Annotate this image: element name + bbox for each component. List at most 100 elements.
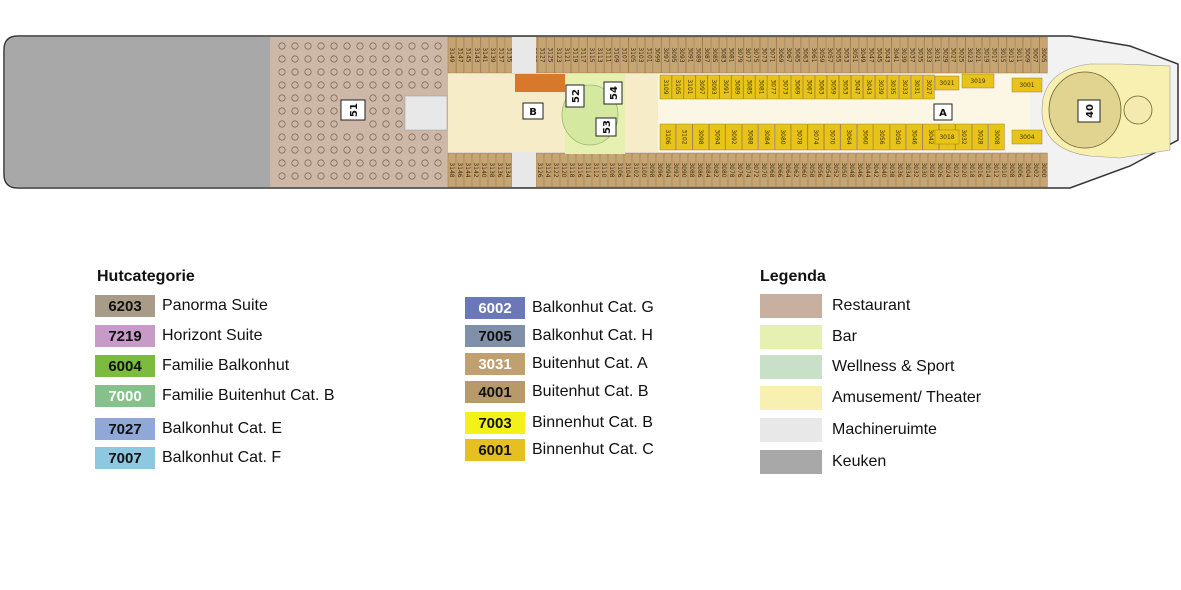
cabin[interactable]: [899, 36, 908, 74]
cabin[interactable]: [887, 152, 896, 188]
cabin[interactable]: [719, 36, 728, 74]
cabin[interactable]: [908, 36, 917, 74]
cabin[interactable]: [488, 36, 497, 74]
cabin[interactable]: [703, 152, 712, 188]
cabin[interactable]: [809, 36, 818, 74]
cabin[interactable]: [959, 152, 968, 188]
cabin[interactable]: [727, 36, 736, 74]
cabin[interactable]: [1039, 36, 1048, 74]
cabin[interactable]: [695, 152, 704, 188]
cabin[interactable]: [1031, 152, 1040, 188]
cabin[interactable]: [768, 36, 777, 74]
cabin[interactable]: [554, 36, 563, 74]
cabin[interactable]: [1007, 152, 1016, 188]
cabin[interactable]: [719, 74, 732, 100]
cabin[interactable]: [743, 74, 756, 100]
cabin[interactable]: [743, 152, 752, 188]
cabin[interactable]: [850, 36, 859, 74]
cabin[interactable]: [679, 152, 688, 188]
cabin[interactable]: [472, 36, 481, 74]
cabin[interactable]: [957, 36, 966, 74]
cabin[interactable]: [988, 123, 1005, 151]
cabin[interactable]: [503, 152, 512, 188]
cabin[interactable]: [965, 36, 974, 74]
cabin[interactable]: [741, 123, 759, 151]
cabin[interactable]: [694, 36, 703, 74]
cabin[interactable]: [562, 36, 571, 74]
cabin[interactable]: [1014, 36, 1023, 74]
cabin[interactable]: [719, 152, 728, 188]
cabin[interactable]: [934, 129, 960, 145]
cabin[interactable]: [623, 152, 632, 188]
cabin[interactable]: [456, 36, 465, 74]
cabin[interactable]: [1039, 152, 1048, 188]
cabin[interactable]: [983, 152, 992, 188]
cabin[interactable]: [687, 152, 696, 188]
cabin[interactable]: [692, 123, 709, 151]
cabin[interactable]: [886, 74, 899, 100]
cabin[interactable]: [760, 36, 769, 74]
cabin[interactable]: [686, 36, 695, 74]
cabin[interactable]: [940, 36, 949, 74]
cabin[interactable]: [815, 152, 824, 188]
cabin[interactable]: [817, 36, 826, 74]
cabin[interactable]: [645, 36, 654, 74]
cabin[interactable]: [731, 74, 744, 100]
cabin[interactable]: [707, 74, 720, 100]
cabin[interactable]: [683, 74, 696, 100]
cabin[interactable]: [751, 152, 760, 188]
cabin[interactable]: [973, 36, 982, 74]
cabin[interactable]: [834, 36, 843, 74]
cabin[interactable]: [827, 74, 839, 100]
cabin[interactable]: [855, 152, 864, 188]
cabin[interactable]: [842, 36, 851, 74]
cabin[interactable]: [803, 74, 816, 100]
cabin[interactable]: [495, 152, 504, 188]
cabin[interactable]: [471, 152, 480, 188]
cabin[interactable]: [889, 123, 907, 151]
cabin[interactable]: [916, 36, 925, 74]
cabin[interactable]: [839, 74, 851, 100]
cabin[interactable]: [999, 152, 1008, 188]
cabin[interactable]: [807, 123, 824, 151]
cabin[interactable]: [487, 152, 496, 188]
cabin[interactable]: [863, 152, 872, 188]
cabin[interactable]: [727, 152, 736, 188]
cabin[interactable]: [631, 152, 640, 188]
cabin[interactable]: [463, 152, 472, 188]
cabin[interactable]: [831, 152, 840, 188]
cabin[interactable]: [791, 152, 800, 188]
cabin[interactable]: [676, 123, 693, 151]
cabin[interactable]: [1011, 129, 1043, 145]
cabin[interactable]: [455, 152, 464, 188]
cabin[interactable]: [479, 152, 488, 188]
cabin[interactable]: [875, 74, 887, 100]
cabin[interactable]: [628, 36, 637, 74]
cabin[interactable]: [659, 123, 677, 151]
cabin[interactable]: [784, 36, 793, 74]
cabin[interactable]: [671, 152, 680, 188]
cabin[interactable]: [961, 73, 995, 89]
cabin[interactable]: [815, 74, 827, 100]
cabin[interactable]: [735, 152, 744, 188]
cabin[interactable]: [932, 36, 941, 74]
cabin[interactable]: [911, 152, 920, 188]
cabin[interactable]: [751, 36, 760, 74]
cabin[interactable]: [636, 36, 645, 74]
cabin[interactable]: [783, 152, 792, 188]
cabin[interactable]: [906, 123, 923, 151]
cabin[interactable]: [898, 74, 911, 100]
cabin[interactable]: [991, 152, 1000, 188]
cabin[interactable]: [1031, 36, 1040, 74]
cabin[interactable]: [653, 36, 662, 74]
cabin[interactable]: [858, 36, 867, 74]
cabin[interactable]: [971, 123, 989, 151]
cabin[interactable]: [998, 36, 1007, 74]
cabin[interactable]: [879, 152, 888, 188]
cabin[interactable]: [823, 152, 832, 188]
cabin[interactable]: [922, 74, 935, 100]
cabin[interactable]: [875, 36, 884, 74]
cabin[interactable]: [924, 36, 933, 74]
cabin[interactable]: [767, 152, 776, 188]
cabin[interactable]: [891, 36, 900, 74]
